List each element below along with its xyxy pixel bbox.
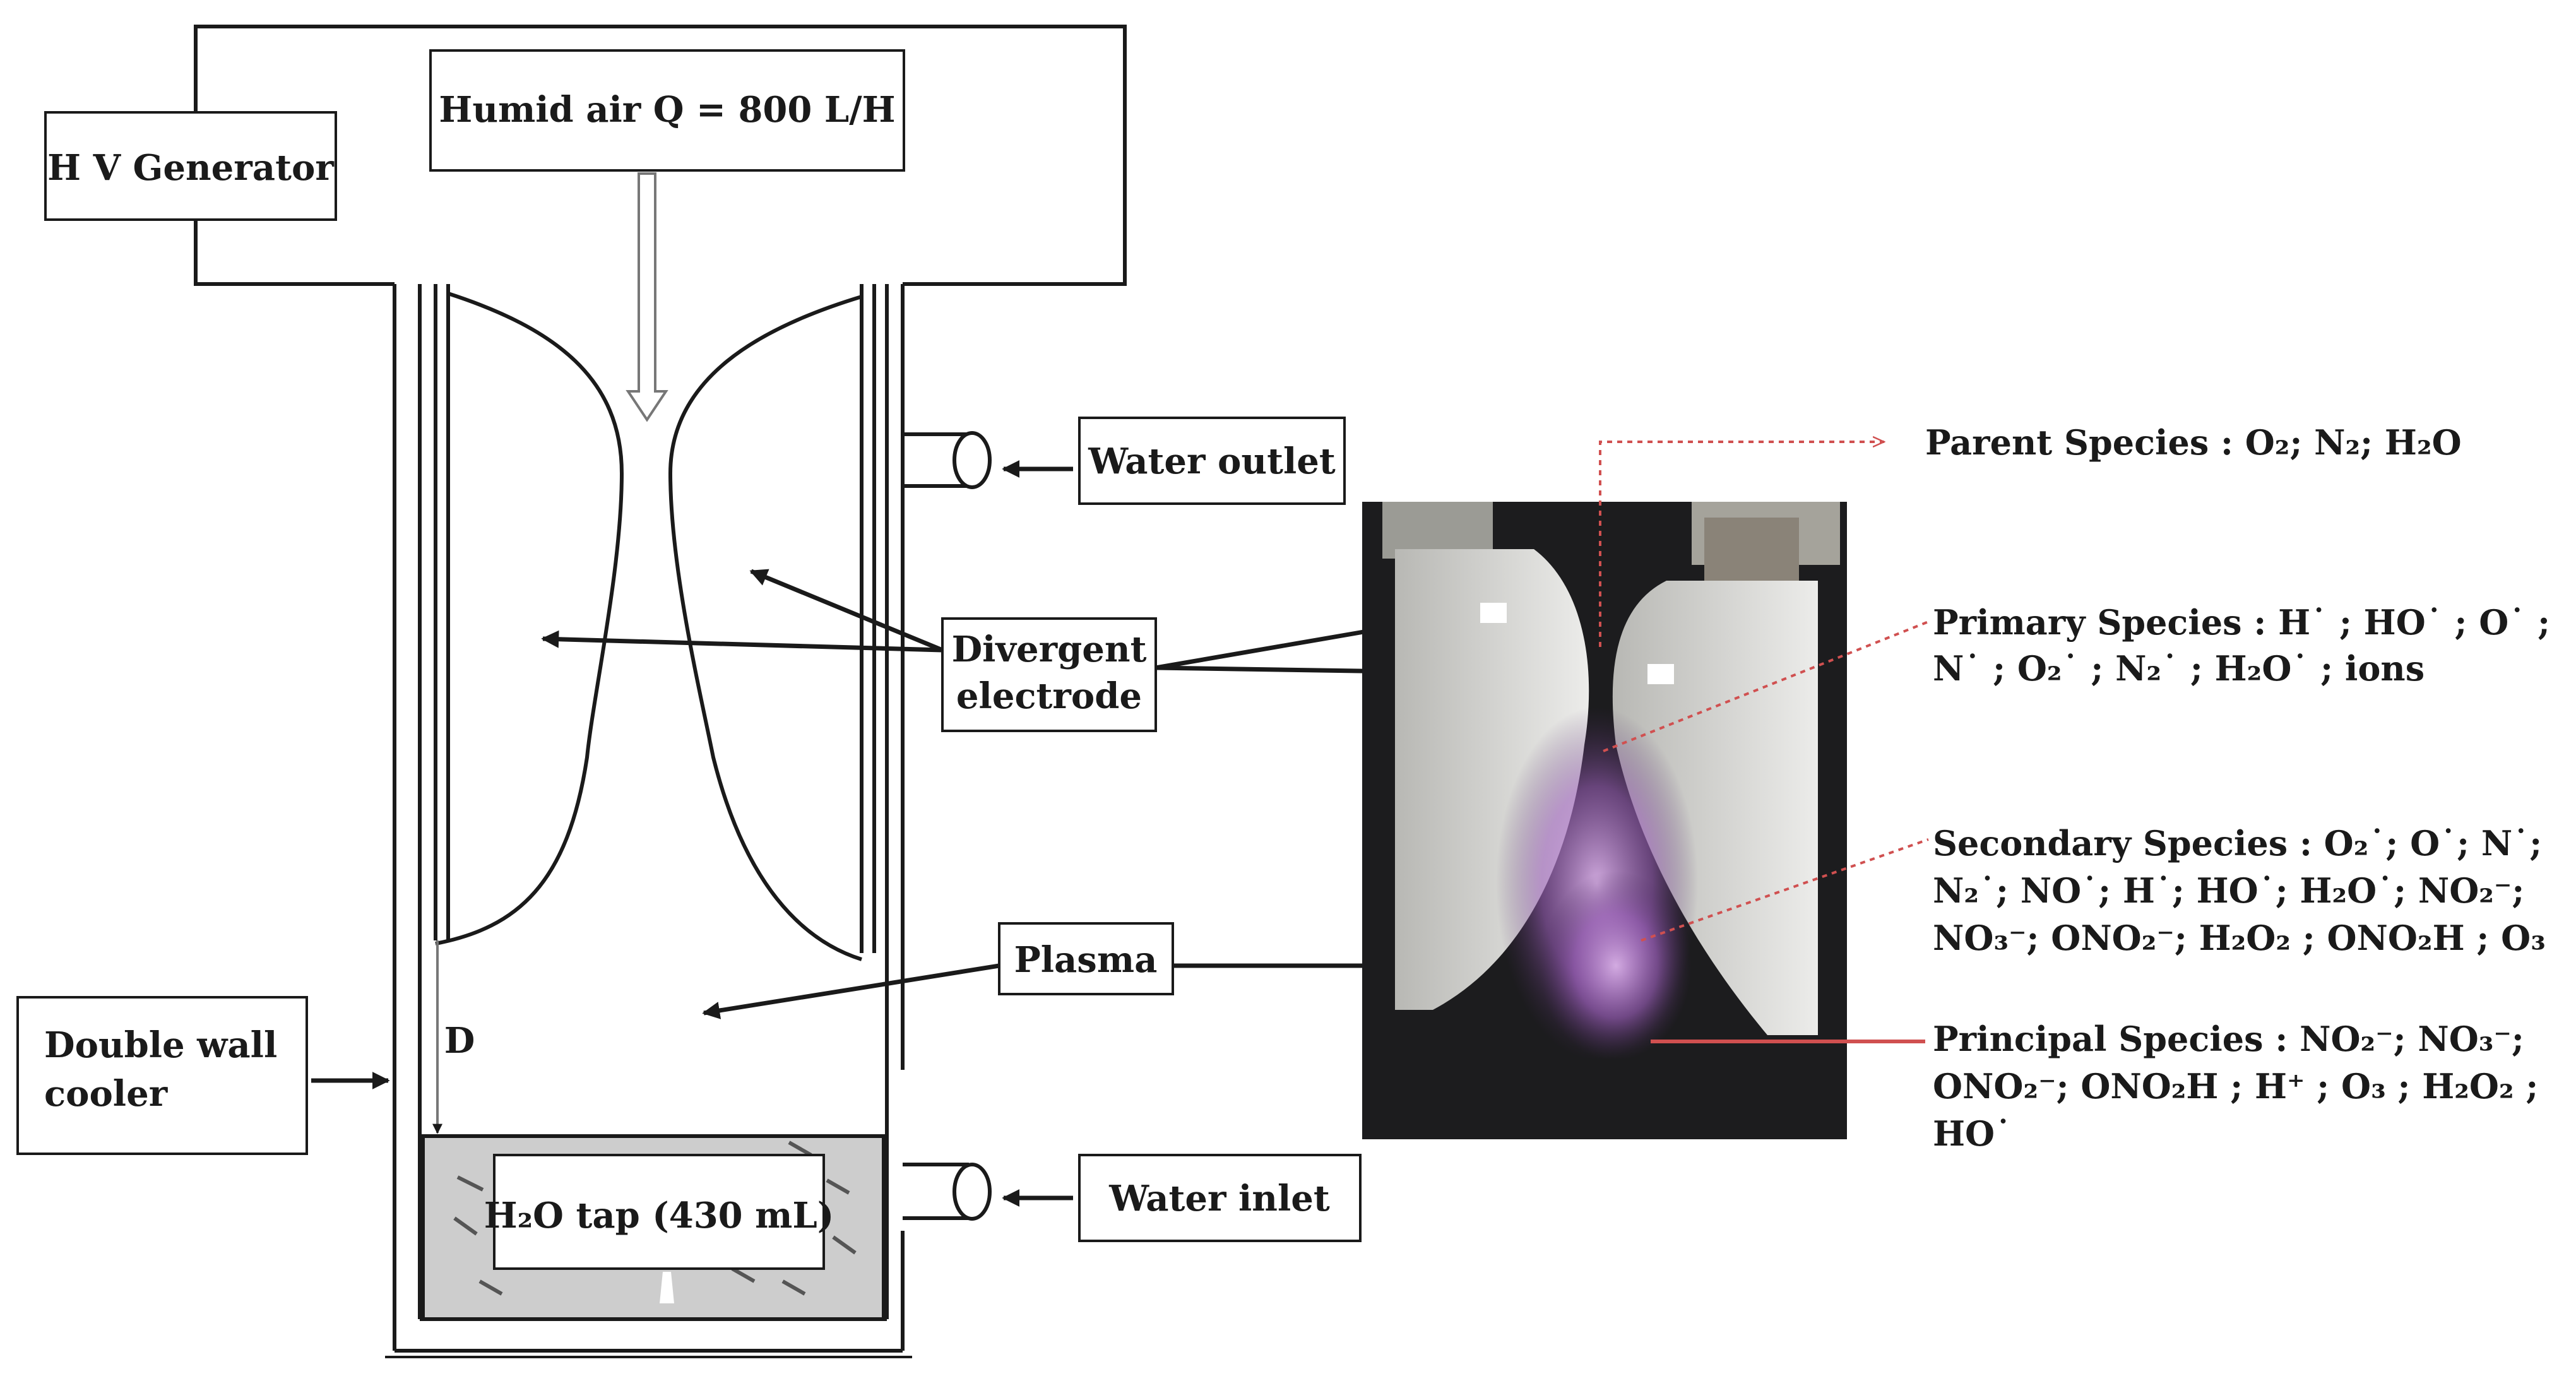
hv-generator-label: H V Generator <box>47 147 335 189</box>
water-inlet-nozzle <box>903 1163 992 1221</box>
parent-species-label: Parent Species : O₂; N₂; H₂O <box>1925 422 2462 463</box>
divergent-label: Divergent <box>952 629 1147 670</box>
principal-species-line-2: ONO₂⁻; ONO₂H ; H⁺ ; O₃ ; H₂O₂ ; <box>1933 1066 2538 1106</box>
distance-d-label: D <box>444 1020 475 1062</box>
water-inlet-label: Water inlet <box>1108 1178 1330 1219</box>
plasma-photograph <box>1362 502 1847 1139</box>
principal-species-line-3: HO˙ <box>1933 1113 2012 1154</box>
secondary-species-line-2: N₂˙; NO˙; H˙; HO˙; H₂O˙; NO₂⁻; <box>1933 870 2524 911</box>
principal-species-line-1: Principal Species : NO₂⁻; NO₃⁻; <box>1933 1019 2524 1059</box>
humid-air-label: Humid air Q = 800 L/H <box>439 89 895 131</box>
primary-species-line-1: Primary Species : H˙ ; HO˙ ; O˙ ; <box>1933 602 2550 643</box>
reactor-top-housing <box>194 25 1127 286</box>
secondary-species-line-1: Secondary Species : O₂˙; O˙; N˙; <box>1933 823 2542 863</box>
water-outlet-label: Water outlet <box>1088 441 1336 482</box>
primary-species-line-2: N˙ ; O₂˙ ; N₂˙ ; H₂O˙ ; ions <box>1933 648 2425 689</box>
double-wall-label: Double wall <box>44 1024 277 1066</box>
humid-air-box <box>429 49 905 172</box>
species-leader-lines <box>1599 442 1929 942</box>
tap-water-label: H₂O tap (430 mL) <box>484 1195 834 1236</box>
double-wall-cooler-box <box>16 996 308 1155</box>
tap-water-label-box <box>493 1154 825 1270</box>
electrode-label: electrode <box>956 675 1142 717</box>
divergent-electrode-box <box>941 617 1157 732</box>
humid-air-inflow-arrow <box>626 172 668 422</box>
water-inlet-box <box>1078 1154 1362 1242</box>
plasma-box <box>998 922 1174 995</box>
plasma-label: Plasma <box>1014 939 1158 981</box>
cooler-label: cooler <box>44 1073 169 1115</box>
water-outlet-nozzle <box>903 431 992 489</box>
water-outlet-box <box>1078 417 1346 505</box>
divergent-electrodes-schematic <box>435 292 862 961</box>
hv-generator-box <box>44 111 337 221</box>
secondary-species-line-3: NO₃⁻; ONO₂⁻; H₂O₂ ; ONO₂H ; O₃ <box>1933 918 2546 958</box>
